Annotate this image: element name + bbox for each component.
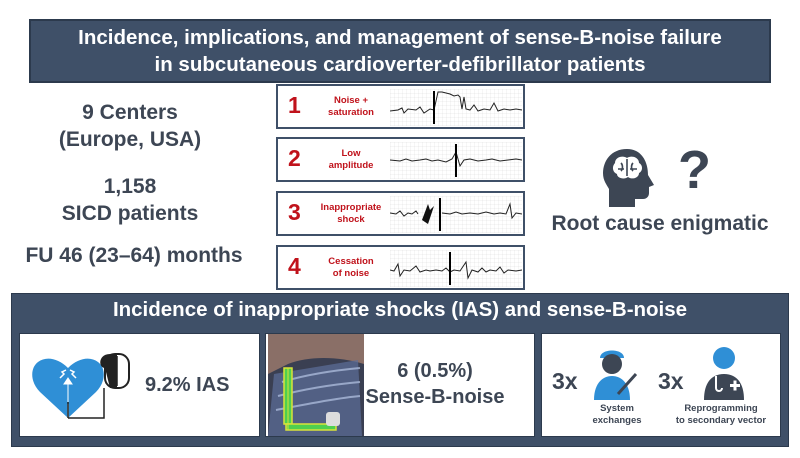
system-exchange-count: 3x: [552, 368, 578, 394]
followup-stat: FU 46 (23–64) months: [25, 244, 243, 267]
patients-count: 1,158: [103, 175, 157, 198]
sense-b-noise-card: [265, 333, 535, 437]
ias-value: 9.2% IAS: [145, 374, 230, 396]
brain-head-icon: [603, 149, 654, 207]
title-banner: Incidence, implications, and management …: [29, 19, 771, 83]
reprogramming-count: 3x: [658, 368, 684, 394]
step-label: Noise +saturation: [328, 94, 374, 118]
step-number: 1: [288, 92, 301, 118]
panel-title: Incidence of inappropriate shocks (IAS) …: [112, 298, 688, 321]
ecg-strip-icon: [390, 89, 522, 126]
step-number: 4: [288, 253, 301, 279]
step-number: 3: [288, 199, 301, 225]
title-line-2: in subcutaneous cardioverter-defibrillat…: [154, 53, 646, 76]
patients-label: SICD patients: [61, 202, 199, 225]
chest-xray-icon: [268, 334, 364, 436]
ias-card: [19, 333, 260, 437]
heart-device-icon: [32, 353, 130, 419]
patients-stat: 1,158 SICD patients: [0, 173, 260, 227]
ecg-strip-icon: [390, 250, 522, 287]
centers-stat: 9 Centers (Europe, USA): [0, 99, 260, 153]
title-line-1: Incidence, implications, and management …: [78, 26, 722, 49]
doctor-icon: [704, 347, 744, 400]
question-mark-icon: ?: [678, 140, 711, 200]
sense-b-noise-label: Sense-B-noise: [365, 386, 505, 408]
step-box-1: 1 Noise +saturation: [276, 84, 525, 129]
ecg-strip-icon: [390, 196, 522, 233]
ecg-strip-icon: [390, 142, 522, 179]
sense-b-noise-count: 6 (0.5%): [397, 360, 473, 382]
shock-bolt-icon: [422, 204, 434, 224]
centers-count: 9 Centers: [82, 101, 178, 124]
surgeon-icon: [594, 350, 638, 400]
centers-regions: (Europe, USA): [58, 128, 202, 151]
step-number: 2: [288, 145, 301, 171]
root-cause-label: Root cause enigmatic: [551, 212, 769, 235]
